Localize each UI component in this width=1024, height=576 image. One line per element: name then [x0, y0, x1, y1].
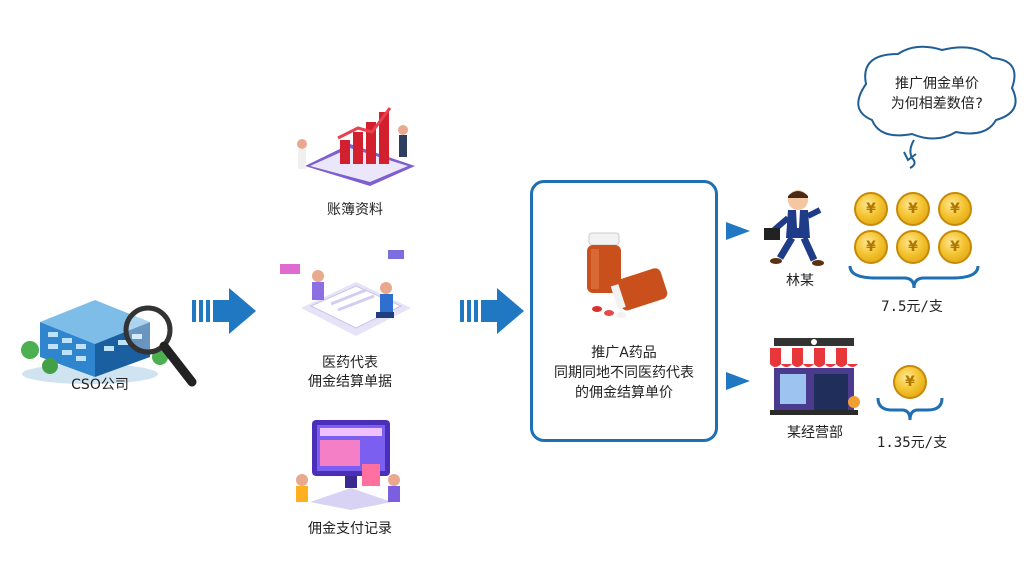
person-bracket	[846, 262, 982, 292]
payment-illustration	[290, 418, 410, 510]
flow-arrow-1	[190, 286, 260, 336]
storefront-icon	[770, 338, 860, 415]
ledger-illustration	[290, 104, 420, 186]
cso-company-label: CSO公司	[71, 377, 129, 393]
coin-icon: ¥	[854, 230, 888, 264]
coin-icon: ¥	[896, 230, 930, 264]
ledger-label: 账簿资料	[327, 202, 383, 218]
center-comparison-box: 推广A药品 同期同地不同医药代表 的佣金结算单价	[530, 180, 718, 442]
center-text-line1: 推广A药品	[591, 345, 657, 361]
center-text-line3: 的佣金结算单价	[575, 385, 673, 401]
center-text: 推广A药品 同期同地不同医药代表 的佣金结算单价	[533, 343, 715, 403]
cso-building-illustration	[20, 262, 200, 392]
thought-bubble-line1: 推广佣金单价	[895, 76, 979, 92]
person-label: 林某	[786, 273, 814, 289]
coin-icon: ¥	[854, 192, 888, 226]
person-illustration	[762, 188, 826, 268]
coin-icon: ¥	[938, 192, 972, 226]
shop-bracket	[874, 394, 946, 424]
shop-illustration	[766, 334, 862, 416]
shop-coins: ¥	[890, 362, 930, 402]
thought-bubble-text: 推广佣金单价 为何相差数倍?	[872, 74, 1002, 114]
settlement-label-line2: 佣金结算单据	[308, 374, 392, 390]
bar-chart-growth-icon	[297, 107, 415, 186]
running-businessman-icon	[764, 190, 824, 266]
striped-arrow-icon	[192, 288, 256, 334]
settlement-label: 医药代表 佣金结算单据	[290, 354, 410, 392]
shop-price: 1.35元/支	[876, 435, 948, 451]
settlement-illustration	[276, 246, 416, 346]
person-coins: ¥ ¥ ¥ ¥ ¥ ¥	[850, 190, 980, 270]
person-price: 7.5元/支	[881, 299, 943, 315]
flow-arrow-2	[458, 286, 528, 336]
monitor-payment-icon	[296, 420, 400, 510]
thought-bubble: 推广佣金单价 为何相差数倍?	[846, 40, 1024, 172]
center-text-line2: 同期同地不同医药代表	[554, 365, 694, 381]
coin-icon: ¥	[896, 192, 930, 226]
medicine-bottles-illustration	[577, 229, 677, 321]
documents-people-icon	[280, 250, 411, 336]
curly-bracket-icon	[848, 265, 980, 289]
shop-label: 某经营部	[787, 425, 843, 441]
arrow-to-person	[726, 222, 750, 240]
settlement-label-line1: 医药代表	[322, 355, 378, 371]
coin-icon: ¥	[893, 365, 927, 399]
thought-bubble-line2: 为何相差数倍?	[890, 96, 984, 112]
coin-icon: ¥	[938, 230, 972, 264]
cloud-bubble-icon	[857, 45, 1017, 169]
striped-arrow-icon	[460, 288, 524, 334]
payment-label: 佣金支付记录	[308, 521, 392, 537]
pill-bottles-icon	[587, 232, 668, 318]
arrow-to-shop	[726, 372, 750, 390]
building-magnifier-icon	[21, 300, 197, 387]
curly-bracket-icon	[876, 397, 944, 421]
